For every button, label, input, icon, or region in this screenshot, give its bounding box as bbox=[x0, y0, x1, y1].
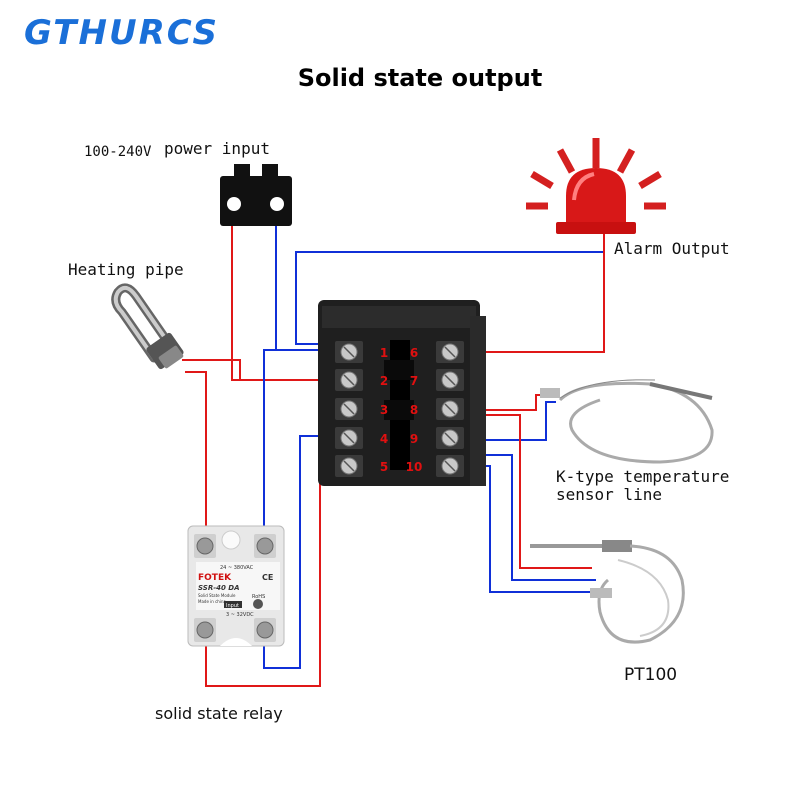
temperature-controller: 1 2 3 4 5 6 7 8 9 10 bbox=[318, 300, 486, 486]
ktype-label-line2: sensor line bbox=[556, 485, 662, 504]
power-voltage-label: 100-240V bbox=[84, 144, 152, 160]
terminal-5: 5 bbox=[335, 455, 388, 477]
terminal-10: 10 bbox=[406, 455, 464, 477]
terminal-8: 8 bbox=[410, 398, 464, 420]
heating-pipe-label: Heating pipe bbox=[68, 260, 184, 279]
ssr-subtitle: Solid State Module bbox=[198, 593, 236, 598]
terminal-number: 4 bbox=[380, 432, 388, 446]
terminal-7: 7 bbox=[410, 369, 464, 391]
ktype-sensor: K-type temperature sensor line bbox=[540, 379, 729, 504]
ssr-input-label: Input bbox=[226, 603, 239, 609]
terminal-number: 10 bbox=[406, 460, 423, 474]
terminal-number: 2 bbox=[380, 374, 388, 388]
ssr-made-in: Made in china bbox=[198, 599, 226, 604]
wires bbox=[182, 205, 605, 687]
pt100-probe-icon bbox=[530, 540, 685, 644]
terminal-number: 3 bbox=[380, 403, 388, 417]
ssr-led bbox=[253, 599, 263, 609]
terminal-3: 3 bbox=[335, 398, 388, 420]
terminal-4: 4 bbox=[335, 427, 388, 449]
pt100-label: PT100 bbox=[624, 665, 677, 685]
alarm-output-label: Alarm Output bbox=[614, 239, 730, 258]
wire-terminal-1-to-ssr bbox=[263, 349, 276, 545]
page-title: Solid state output bbox=[298, 64, 543, 92]
terminal-column-right: 6 7 8 9 10 bbox=[406, 341, 464, 477]
terminal-number: 1 bbox=[380, 346, 388, 360]
ssr-model: SSR-40 DA bbox=[198, 584, 240, 592]
brand-logo: GTHURCS bbox=[24, 13, 219, 53]
power-input: 100-240V power input bbox=[84, 139, 292, 226]
terminal-9: 9 bbox=[410, 427, 464, 449]
wire-heater-to-terminal-2 bbox=[182, 359, 241, 380]
pt100-sensor: PT100 bbox=[530, 540, 685, 685]
terminal-number: 7 bbox=[410, 374, 418, 388]
ssr-rohs: RoHS bbox=[252, 594, 265, 600]
terminal-6: 6 bbox=[410, 341, 464, 363]
terminal-2: 2 bbox=[335, 369, 388, 391]
heating-pipe: Heating pipe bbox=[68, 260, 184, 370]
terminal-number: 9 bbox=[410, 432, 418, 446]
battery-icon bbox=[220, 164, 292, 226]
power-input-label: power input bbox=[164, 139, 270, 158]
wire-pt100-red-a bbox=[455, 414, 592, 569]
terminal-number: 8 bbox=[410, 403, 418, 417]
ktype-label-line1: K-type temperature bbox=[556, 467, 729, 486]
wire-alarm-to-terminal-6 bbox=[455, 232, 605, 353]
thermocouple-probe-icon bbox=[540, 379, 714, 464]
wire-ktype-blue bbox=[455, 401, 556, 441]
ssr-label: solid state relay bbox=[155, 704, 283, 723]
wire-heater-to-ssr bbox=[185, 371, 207, 545]
alarm-output: Alarm Output bbox=[526, 138, 730, 258]
terminal-column-left: 1 2 3 4 5 bbox=[335, 341, 388, 477]
ssr-input-voltage: 3 ~ 32VDC bbox=[226, 612, 254, 618]
ssr-voltage-top: 24 ~ 380VAC bbox=[220, 565, 254, 571]
ssr-ce-mark: CE bbox=[262, 573, 273, 582]
wire-terminal-4-to-ssr-input bbox=[263, 435, 345, 669]
ssr-brand: FOTEK bbox=[198, 573, 232, 583]
terminal-1: 1 bbox=[335, 341, 388, 363]
heating-element-icon bbox=[111, 283, 184, 370]
terminal-number: 5 bbox=[380, 460, 388, 474]
terminal-number: 6 bbox=[410, 346, 418, 360]
solid-state-relay: 24 ~ 380VAC CE FOTEK SSR-40 DA Solid Sta… bbox=[187, 525, 285, 647]
alarm-beacon-icon bbox=[526, 138, 666, 234]
